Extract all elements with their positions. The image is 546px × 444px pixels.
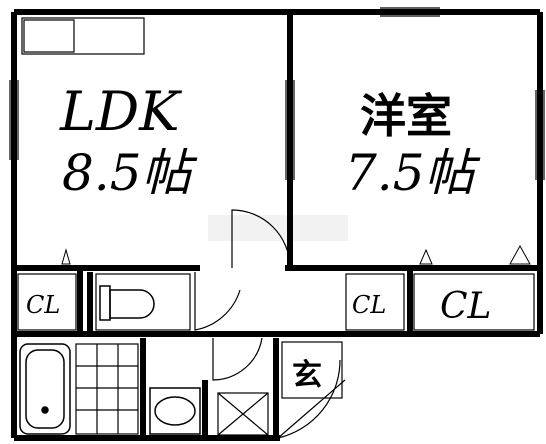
thin-lines bbox=[9, 7, 545, 439]
closet-mid-label: CL bbox=[352, 291, 386, 319]
western-room-size: 7.5帖 bbox=[345, 144, 481, 202]
ldk-size: 8.5帖 bbox=[62, 144, 198, 202]
entrance-label: 玄 bbox=[292, 358, 322, 393]
outlet-marks bbox=[61, 244, 531, 265]
bathtub bbox=[19, 343, 71, 435]
watermark bbox=[208, 215, 348, 241]
outer-walls bbox=[11, 9, 543, 441]
closet-right-label: CL bbox=[440, 286, 491, 327]
western-room-name: 洋室 bbox=[360, 89, 452, 143]
closet-left-label: CL bbox=[26, 291, 60, 319]
washbasin bbox=[149, 387, 201, 435]
ldk-name: LDK bbox=[59, 80, 182, 143]
interior-walls bbox=[14, 12, 540, 438]
toilet bbox=[99, 285, 155, 321]
